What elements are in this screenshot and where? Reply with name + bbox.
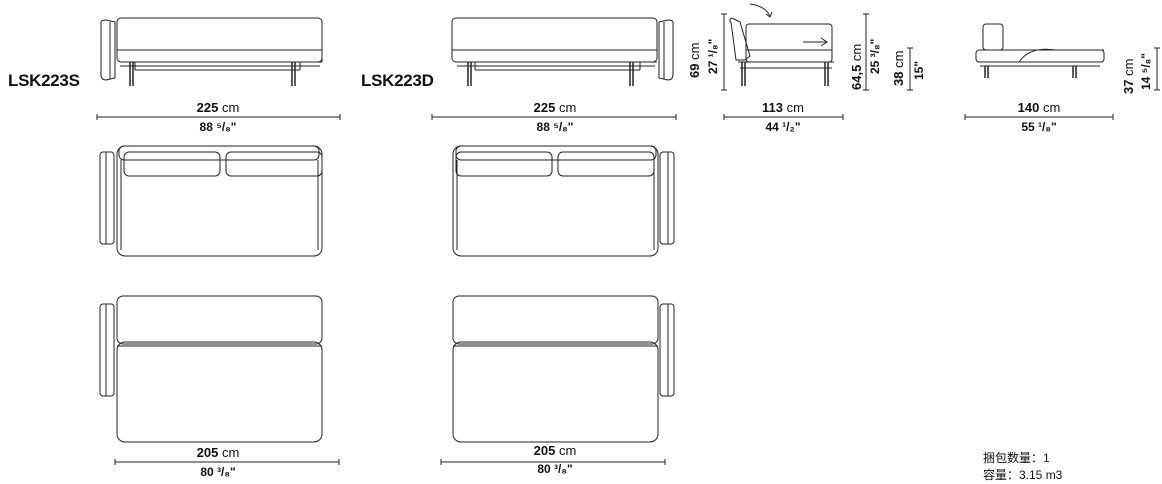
unit-cm: cm — [221, 445, 240, 460]
bottom-right-width-inch-dim: 80 ³/₈" — [505, 461, 605, 477]
back-height-in-dim: 25 ³/₈" — [868, 39, 882, 74]
seat-height-in-dim: 15" — [912, 61, 926, 80]
seat-height-cm: 38 — [891, 71, 906, 86]
seat-height-in: 15" — [912, 60, 926, 80]
height-in-dim: 27 ¹/₈" — [706, 39, 720, 74]
front-right-width-cm: 225 — [533, 100, 556, 115]
bed-depth-cm: 140 — [1017, 100, 1040, 115]
seat-height-cm-dim: 38 cm — [891, 50, 906, 86]
unit-cm: cm — [558, 443, 577, 458]
front-left-width-in: 88 ⁵/₈" — [199, 120, 237, 134]
side-depth-cm: 113 — [762, 100, 783, 115]
bottom-left-width-in: 80 ³/₈" — [200, 465, 236, 479]
height-in: 27 ¹/₈" — [706, 38, 720, 74]
unit-cm: cm — [558, 100, 577, 115]
bed-top-view-left — [99, 295, 340, 465]
bed-depth-inch-dim: 55 ¹/₈" — [989, 119, 1089, 135]
front-left-width-inch-dim: 88 ⁵/₈" — [168, 119, 268, 135]
top-view-right-cushions — [452, 145, 675, 257]
front-right-width-in: 88 ⁵/₈" — [536, 120, 574, 134]
bottom-left-width-cm: 205 — [196, 445, 219, 460]
side-depth-inch-dim: 44 ¹/₂" — [733, 119, 833, 135]
bed-depth-dim: 140 cm — [989, 100, 1089, 115]
bottom-left-width-dim: 205 cm — [168, 445, 268, 460]
bed-height-cm: 37 — [1121, 79, 1136, 94]
bed-depth-in: 55 ¹/₈" — [1021, 120, 1057, 134]
unit-cm: cm — [687, 42, 702, 60]
bottom-left-width-inch-dim: 80 ³/₈" — [168, 464, 268, 480]
packaging-count: 捆包数量：1 — [983, 451, 1050, 465]
bed-top-view-right — [440, 295, 675, 465]
front-left-width-cm: 225 — [196, 100, 219, 115]
model-label-right: LSK223D — [361, 71, 434, 90]
bed-height-in-dim: 14 ⁵/₈" — [1139, 53, 1153, 90]
back-height-in: 25 ³/₈" — [868, 38, 882, 74]
bed-side-view — [964, 23, 1160, 120]
front-view-right — [431, 17, 677, 120]
bottom-right-width-cm: 205 — [533, 443, 556, 458]
unit-cm: cm — [221, 100, 240, 115]
unit-cm: cm — [891, 50, 906, 68]
bottom-right-width-in: 80 ³/₈" — [537, 462, 573, 476]
unit-cm: cm — [786, 100, 804, 115]
front-right-width-inch-dim: 88 ⁵/₈" — [505, 119, 605, 135]
side-view — [721, 3, 913, 120]
top-view-left-cushions — [99, 145, 323, 257]
model-label-left: LSK223S — [8, 71, 80, 90]
bed-height-cm-dim: 37 cm — [1121, 58, 1136, 94]
back-height-cm: 64,5 — [849, 64, 864, 90]
unit-cm: cm — [1042, 100, 1061, 115]
front-right-width-dim: 225 cm — [505, 100, 605, 115]
unit-cm: cm — [1121, 58, 1136, 76]
front-left-width-dim: 225 cm — [168, 100, 268, 115]
back-height-cm-dim: 64,5 cm — [849, 43, 864, 90]
front-view-left — [96, 17, 341, 120]
height-cm: 69 — [687, 63, 702, 78]
packaging-volume: 容量：3.15 m3 — [983, 468, 1063, 482]
bed-height-in: 14 ⁵/₈" — [1139, 53, 1153, 90]
bottom-right-width-dim: 205 cm — [505, 443, 605, 458]
height-cm-dim: 69 cm — [687, 42, 702, 78]
side-depth-in: 44 ¹/₂" — [765, 120, 801, 134]
side-depth-dim: 113 cm — [733, 100, 833, 115]
unit-cm: cm — [849, 43, 864, 62]
